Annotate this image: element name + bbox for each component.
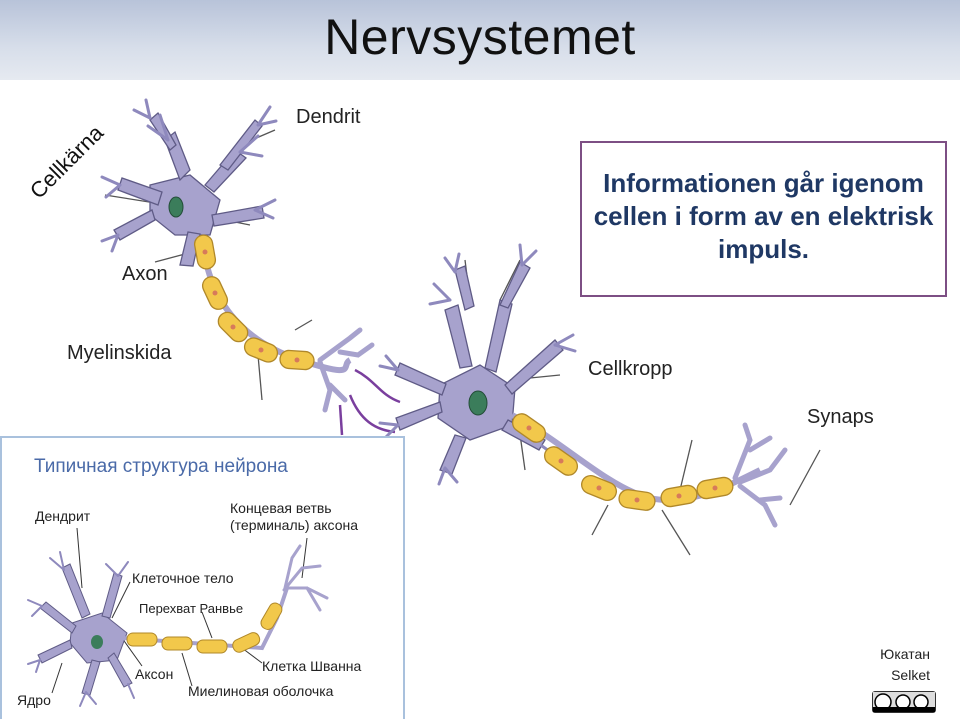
dendrite-twigs-1 (100, 98, 278, 253)
inset-terminal (282, 544, 329, 612)
info-box: Informationen går igenom cellen i form a… (580, 141, 947, 297)
myelin-nuclei-2 (526, 425, 718, 503)
neuron-diagram (100, 98, 821, 556)
neuron-1 (113, 111, 265, 267)
inset-neuron (37, 563, 133, 696)
myelin-nuclei-1 (202, 249, 300, 363)
inset-label-myelin: Миелиновая оболочка (188, 683, 334, 699)
inset-label-terminal: Концевая ветвь (терминаль) аксона (230, 500, 358, 533)
myelin-sheath-1 (193, 234, 315, 371)
inset-label-axon: Аксон (135, 666, 174, 682)
axon-terminal-1 (317, 327, 375, 413)
label-myelinskida: Myelinskida (67, 342, 172, 364)
synapse-connection (338, 368, 401, 436)
inset-dendrite-twigs (27, 551, 135, 707)
label-axon: Axon (122, 263, 168, 285)
page-title: Nervsystemet (324, 9, 636, 65)
inset-label-nucleus: Ядро (17, 692, 51, 708)
inset-label-cell-body: Клеточное тело (132, 570, 234, 586)
inset-label-dendrite: Дендрит (35, 508, 91, 524)
pointer-lines (104, 129, 821, 556)
dendrite-twigs-2 (378, 243, 577, 486)
title-bar (0, 0, 960, 80)
axon-terminal-2 (732, 422, 788, 528)
nucleus-1 (168, 196, 184, 218)
cc-license-icon (872, 691, 936, 713)
label-dendrit: Dendrit (296, 106, 361, 128)
inset-label-ranvier: Перехват Ранвье (139, 601, 244, 616)
info-text: Informationen går igenom cellen i form a… (593, 168, 934, 264)
label-synaps: Synaps (807, 406, 874, 428)
credit-author-2: Selket (891, 667, 930, 683)
inset-neuron-diagram: Типичная структура нейрона (0, 436, 405, 719)
credit-author: Юкатан (880, 646, 930, 662)
label-cellkropp: Cellkropp (588, 358, 673, 380)
nucleus-2 (468, 390, 488, 416)
myelin-sheath-2 (511, 413, 734, 511)
inset-nucleus (91, 635, 103, 649)
inset-label-schwann: Клетка Шванна (262, 658, 362, 674)
inset-title: Типичная структура нейрона (34, 456, 288, 477)
inset-neuron-graphic (27, 527, 329, 707)
inset-myelin (126, 602, 283, 654)
